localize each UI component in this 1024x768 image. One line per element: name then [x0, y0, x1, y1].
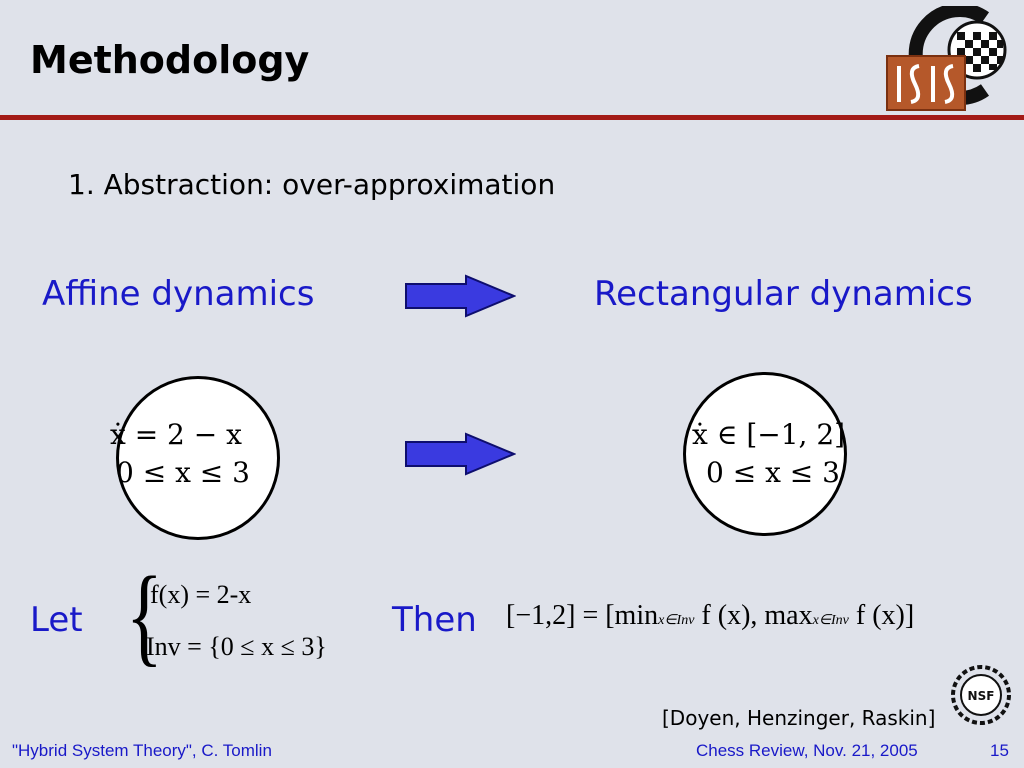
formula-sub2: x∈Inv [812, 613, 849, 628]
rectangular-equation: ẋ ∈ [−1, 2] [692, 418, 846, 451]
rectangular-dynamics-label: Rectangular dynamics [594, 274, 973, 314]
piecewise-invariant: Inv = {0 ≤ x ≤ 3} [146, 632, 327, 661]
affine-equation: ẋ = 2 − x [110, 418, 242, 451]
curly-brace: { [125, 554, 163, 676]
arrow-right-icon [405, 432, 516, 476]
footer-course: "Hybrid System Theory", C. Tomlin [12, 741, 272, 760]
then-label: Then [392, 600, 477, 640]
arrow-right-icon [405, 274, 516, 318]
rectangular-circle [683, 372, 847, 536]
title-divider [0, 115, 1024, 120]
affine-invariant: 0 ≤ x ≤ 3 [116, 456, 250, 489]
citation: [Doyen, Henzinger, Raskin] [662, 706, 936, 730]
piecewise-function: f(x) = 2-x [150, 580, 252, 609]
rectangular-invariant: 0 ≤ x ≤ 3 [706, 456, 840, 489]
formula-part1: [−1,2] = [min [506, 600, 659, 631]
nsf-logo-text: NSF [968, 689, 995, 703]
page-number: 15 [990, 741, 1009, 760]
slide-title: Methodology [30, 38, 310, 82]
bullet-abstraction: 1. Abstraction: over-approximation [68, 168, 556, 201]
isis-logo-icon [886, 55, 966, 111]
formula-part2: f (x), max [694, 600, 813, 631]
let-label: Let [30, 600, 83, 640]
formula-part3: f (x)] [848, 600, 915, 631]
footer-event: Chess Review, Nov. 21, 2005 [696, 741, 918, 760]
affine-circle [116, 376, 280, 540]
formula-sub1: x∈Inv [658, 613, 695, 628]
interval-formula: [−1,2] = [minx∈Inv f (x), maxx∈Inv f (x)… [506, 600, 914, 632]
chess-isis-logo [886, 6, 1007, 111]
affine-dynamics-label: Affine dynamics [42, 274, 315, 314]
nsf-logo-icon: NSF [951, 665, 1011, 725]
